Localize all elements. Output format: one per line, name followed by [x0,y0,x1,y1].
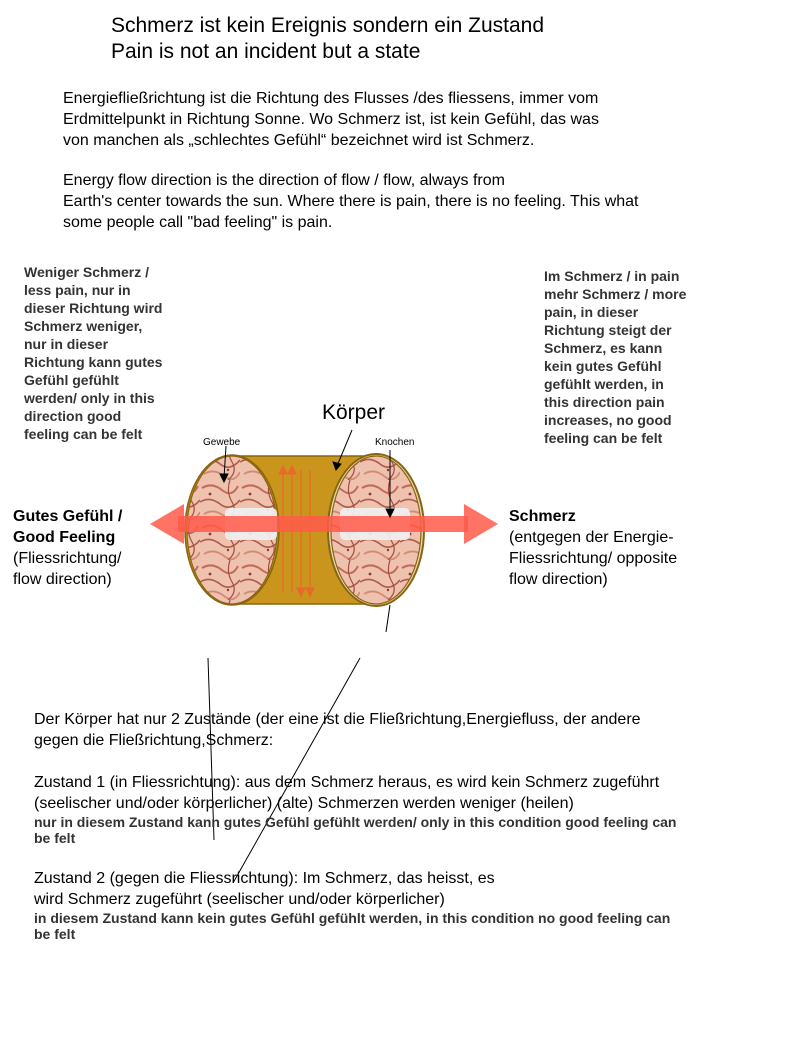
connector-lines [207,604,391,884]
note-line: dieser Richtung wird [24,300,163,316]
note-line: increases, no good [544,412,672,428]
bone-label: Knochen [375,437,415,448]
state-2-bold-line: in diesem Zustand kann kein gutes Gefühl… [34,910,671,926]
arrow-left-head [150,504,184,544]
state-2-line: wird Schmerz zugeführt (seelischer und/o… [34,891,445,908]
right-label-bold: Schmerz [509,508,576,525]
state-2-line: Zustand 2 (gegen die Fliessrichtung): Im… [34,870,495,887]
left-label-bold: Good Feeling [13,529,116,546]
state-1: Zustand 1 (in Fliessrichtung): aus dem S… [34,772,676,846]
state-1-line: Zustand 1 (in Fliessrichtung): aus dem S… [34,774,660,791]
state-2-bold-line: be felt [34,926,76,942]
body-label: Körper [322,401,386,424]
note-line: less pain, nur in [24,282,131,298]
left-note: Weniger Schmerz / less pain, nur in dies… [24,263,162,443]
note-line: nur in dieser [24,336,109,352]
state-1-bold-line: nur in diesem Zustand kann gutes Gefühl … [34,814,677,830]
intro-german-line: Energiefließrichtung ist die Richtung de… [63,90,599,107]
label-pointers [219,429,395,519]
left-label-bold: Gutes Gefühl / [13,508,123,525]
right-label-text: (entgegen der Energie- [509,529,674,546]
left-label-text: flow direction) [13,571,112,588]
intro-german: Energiefließrichtung ist die Richtung de… [63,88,599,151]
flow-arrow [150,504,498,544]
note-line: direction good [24,408,122,424]
tissue-label: Gewebe [203,437,241,448]
state-1-bold-line: be felt [34,830,76,846]
title-line-english: Pain is not an incident but a state [111,40,421,63]
right-label: Schmerz (entgegen der Energie- Fliessric… [509,506,677,590]
intro-german-line: von manchen als „schlechtes Gefühl“ beze… [63,132,535,149]
left-label: Gutes Gefühl / Good Feeling (Fliessricht… [13,506,122,590]
states-intro: Der Körper hat nur 2 Zustände (der eine … [34,709,641,751]
note-line: Weniger Schmerz / [24,264,150,280]
state-2: Zustand 2 (gegen die Fliessrichtung): Im… [34,868,670,942]
note-line: Gefühl gefühlt [24,372,119,388]
note-line: werden/ only in this [24,390,155,406]
note-line: feeling can be felt [544,430,663,446]
intro-german-line: Erdmittelpunkt in Richtung Sonne. Wo Sch… [63,111,599,128]
states-intro-line: Der Körper hat nur 2 Zustände (der eine … [34,711,641,728]
states-intro-line: gegen die Fließrichtung,Schmerz: [34,732,274,749]
title-line-german: Schmerz ist kein Ereignis sondern ein Zu… [111,14,545,37]
note-line: gefühlt werden, in [544,376,664,392]
intro-english: Energy flow direction is the direction o… [63,170,639,233]
note-line: Im Schmerz / in pain [544,268,680,284]
intro-english-line: Energy flow direction is the direction o… [63,172,505,189]
note-line: Richtung kann gutes [24,354,163,370]
note-line: Schmerz weniger, [24,318,143,334]
right-note: Im Schmerz / in pain mehr Schmerz / more… [544,267,686,447]
page-title: Schmerz ist kein Ereignis sondern ein Zu… [111,13,544,65]
state-1-line: (seelischer und/oder körperlicher) (alte… [34,795,574,812]
intro-english-line: some people call "bad feeling" is pain. [63,214,333,231]
note-line: mehr Schmerz / more [544,286,687,302]
note-line: Richtung steigt der [544,322,672,338]
left-label-text: (Fliessrichtung/ [13,550,122,567]
note-line: feeling can be felt [24,426,143,442]
intro-english-line: Earth's center towards the sun. Where th… [63,193,639,210]
right-label-text: flow direction) [509,571,608,588]
arrow-right-head [464,504,498,544]
note-line: Schmerz, es kann [544,340,663,356]
note-line: this direction pain [544,394,665,410]
note-line: pain, in dieser [544,304,639,320]
note-line: kein gutes Gefühl [544,358,662,374]
right-label-text: Fliessrichtung/ opposite [509,550,678,567]
